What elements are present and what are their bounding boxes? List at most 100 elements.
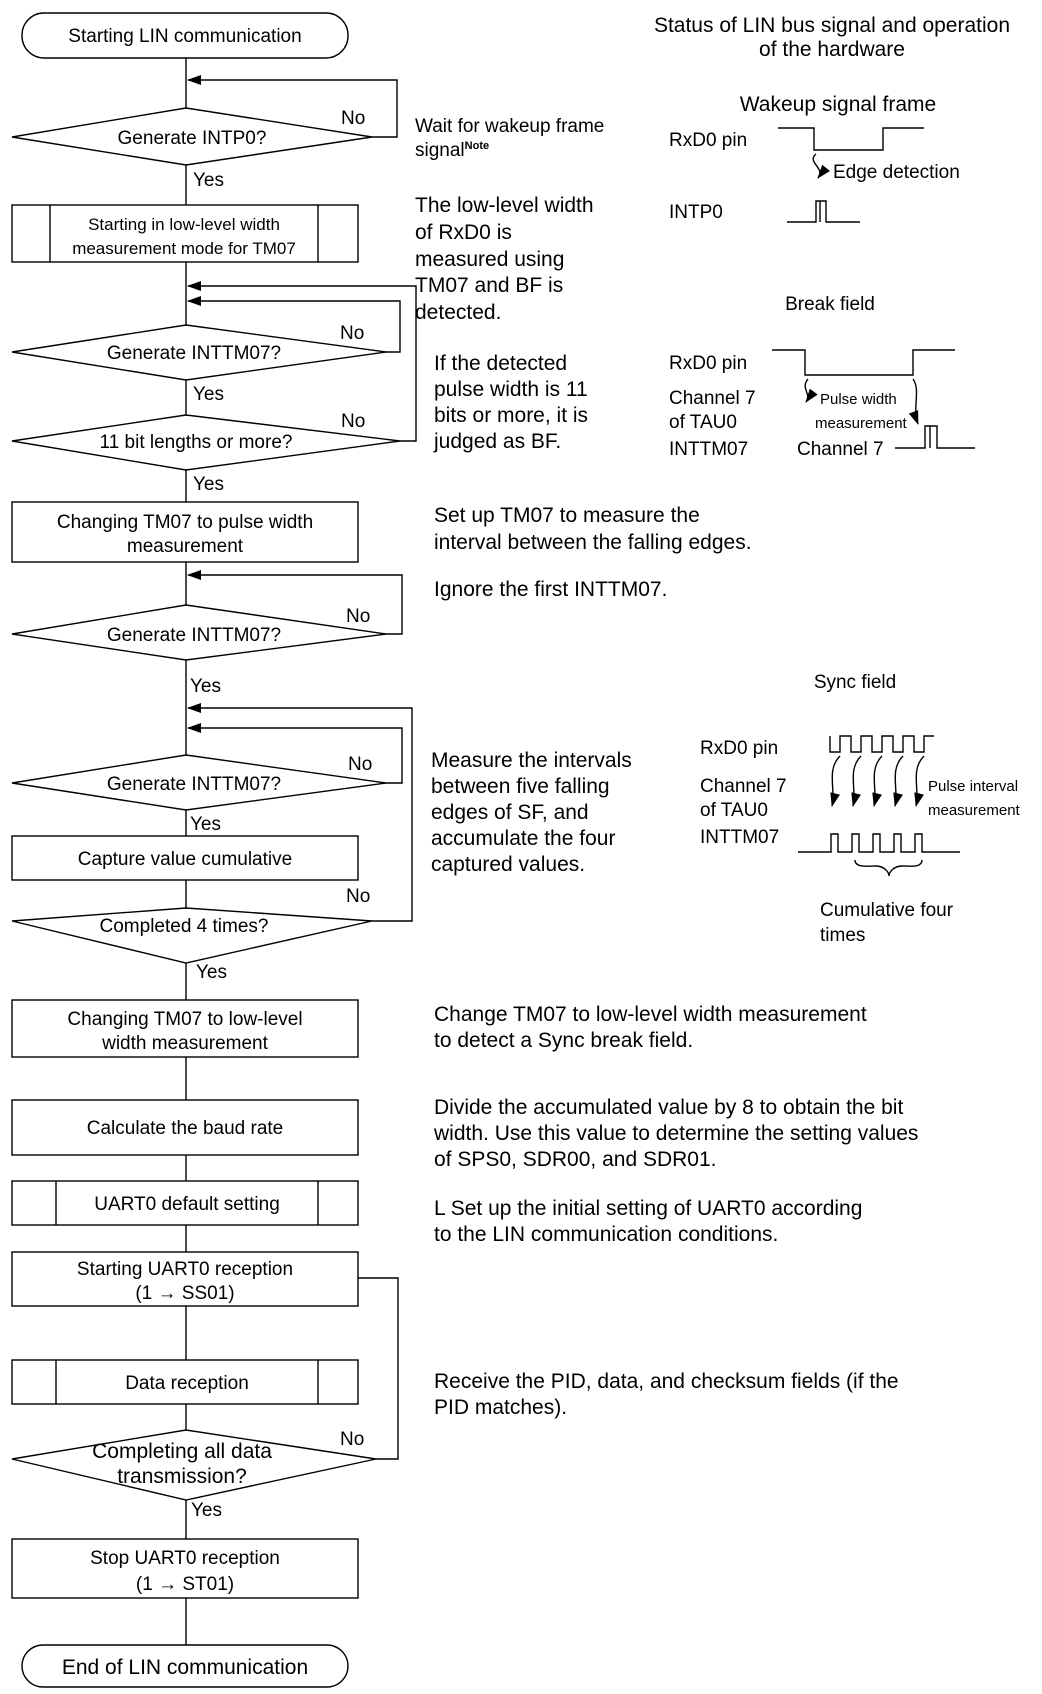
- decision-11bit: [11, 414, 401, 471]
- desc-measure-line5: captured values.: [431, 853, 585, 876]
- break-rxd0-label: RxD0 pin: [669, 353, 747, 374]
- descriptions: Wait for wakeup frame signalNote The low…: [415, 116, 918, 1419]
- start-label: Starting LIN communication: [68, 26, 301, 47]
- process-lowlevel-start: [11, 204, 359, 263]
- desc-change-line2: to detect a Sync break field.: [434, 1029, 693, 1052]
- process-uart-stop-line1: Stop UART0 reception: [90, 1548, 280, 1569]
- start-terminator: [21, 12, 349, 59]
- process-uart-start: [11, 1251, 359, 1307]
- desc-divide-line3: of SPS0, SDR00, and SDR01.: [434, 1148, 717, 1171]
- flowchart-connectors: [185, 58, 417, 1645]
- no-label: No: [348, 754, 372, 775]
- process-uart-default: [11, 1180, 359, 1226]
- svg-text:Wait for wakeup frame: Wait for wakeup frame: [415, 116, 604, 137]
- no-label: No: [340, 1429, 364, 1450]
- process-lowlevel-start-line2: measurement mode for TM07: [72, 239, 296, 258]
- desc-setup-line1: Set up TM07 to measure the: [434, 504, 700, 527]
- wakeup-intp0-waveform: [787, 200, 860, 223]
- sync-arrow-3: [872, 755, 883, 807]
- process-lowlevel-change-line1: Changing TM07 to low-level: [67, 1009, 302, 1030]
- sync-inttm07-label: INTTM07: [700, 827, 779, 848]
- desc-measure-line3: edges of SF, and: [431, 801, 589, 824]
- sync-pulse-interval-label: Pulse interval: [928, 778, 1018, 795]
- process-uart-stop: [11, 1538, 359, 1599]
- process-lowlevel-change-line2: width measurement: [101, 1033, 269, 1054]
- break-title: Break field: [785, 294, 875, 315]
- desc-lowlevel-line5: detected.: [415, 301, 501, 324]
- no-label: No: [346, 886, 370, 907]
- process-pulse-width-line2: measurement: [127, 536, 244, 557]
- sync-rxd0-waveform: [829, 735, 934, 753]
- yes-label: Yes: [196, 962, 227, 983]
- signal-panel: Status of LIN bus signal and operation o…: [654, 14, 1021, 946]
- process-data-reception-label: Data reception: [125, 1373, 249, 1394]
- break-rxd0-waveform: [772, 349, 955, 376]
- signal-header-line1: Status of LIN bus signal and operation: [654, 14, 1010, 37]
- break-inttm07-waveform: [895, 425, 975, 449]
- process-capture: [11, 835, 359, 881]
- desc-ignore: Ignore the first INTTM07.: [434, 578, 667, 601]
- sync-arrow-4: [893, 755, 904, 807]
- desc-lowlevel-line1: The low-level width: [415, 194, 594, 217]
- decision-inttm07-a: [11, 324, 387, 381]
- sync-tau0-label: of TAU0: [700, 800, 768, 821]
- process-pulse-width: [11, 501, 359, 563]
- decision-11bit-label: 11 bit lengths or more?: [100, 432, 293, 453]
- signal-header-line2: of the hardware: [759, 38, 905, 61]
- desc-wakeup-line2: signal: [415, 140, 465, 161]
- desc-lowlevel-line2: of RxD0 is: [415, 221, 512, 244]
- yes-label: Yes: [193, 170, 224, 191]
- decision-intp0-label: Generate INTP0?: [118, 128, 267, 149]
- no-label: No: [341, 411, 365, 432]
- yes-label: Yes: [191, 1500, 222, 1521]
- desc-bf-line1: If the detected: [434, 352, 567, 375]
- desc-receive-line1: Receive the PID, data, and checksum fiel…: [434, 1370, 899, 1393]
- desc-wakeup-line1: Wait for wakeup frame: [415, 116, 604, 137]
- wakeup-rxd0-waveform: [778, 127, 924, 151]
- sync-cumulative-brace: [854, 859, 923, 877]
- desc-uart-line1: L Set up the initial setting of UART0 ac…: [434, 1197, 862, 1220]
- wakeup-rxd0-label: RxD0 pin: [669, 130, 747, 151]
- wakeup-title: Wakeup signal frame: [740, 93, 936, 116]
- flowchart-shapes: Starting LIN communication Generate INTP…: [11, 12, 401, 1688]
- process-baud-rate: [11, 1099, 359, 1156]
- desc-wakeup-note: Note: [465, 140, 489, 152]
- sync-rxd0-label: RxD0 pin: [700, 738, 778, 759]
- desc-divide-line1: Divide the accumulated value by 8 to obt…: [434, 1096, 903, 1119]
- decision-complete: [11, 1429, 377, 1501]
- no-label: No: [340, 323, 364, 344]
- desc-change-line1: Change TM07 to low-level width measureme…: [434, 1003, 867, 1026]
- sync-title: Sync field: [814, 672, 896, 693]
- yes-label: Yes: [193, 384, 224, 405]
- sync-channel7-label: Channel 7: [700, 776, 787, 797]
- svg-text:signalNote: signalNote: [415, 140, 489, 161]
- wakeup-edge-label: Edge detection: [833, 162, 960, 183]
- yes-label: Yes: [190, 676, 221, 697]
- decision-inttm07-b: [11, 604, 387, 661]
- desc-receive-line2: PID matches).: [434, 1396, 567, 1419]
- break-inttm07-label: INTTM07: [669, 439, 748, 460]
- process-pulse-width-line1: Changing TM07 to pulse width: [57, 512, 313, 533]
- process-lowlevel-start-line1: Starting in low-level width: [88, 215, 280, 234]
- decision-inttm07-a-label: Generate INTTM07?: [107, 343, 281, 364]
- desc-lowlevel-line3: measured using: [415, 248, 564, 271]
- desc-measure-line2: between five falling: [431, 775, 610, 798]
- process-uart-stop-line2: (1 → ST01): [136, 1574, 234, 1595]
- sync-inttm07-waveform: [798, 833, 960, 853]
- no-label: No: [341, 108, 365, 129]
- desc-measure-line4: accumulate the four: [431, 827, 615, 850]
- process-uart-start-line2: (1 → SS01): [135, 1283, 234, 1304]
- decision-inttm07-b-label: Generate INTTM07?: [107, 625, 281, 646]
- break-ch7-label: Channel 7: [797, 439, 884, 460]
- sync-cumulative-line2: times: [820, 925, 865, 946]
- decision-complete-line1: Completing all data: [92, 1440, 272, 1463]
- sync-arrow-5: [914, 755, 925, 807]
- process-uart-start-line1: Starting UART0 reception: [77, 1259, 293, 1280]
- break-pulse-arrow-left: [804, 378, 818, 403]
- desc-bf-line2: pulse width is 11: [434, 378, 588, 401]
- desc-measure-line1: Measure the intervals: [431, 749, 632, 772]
- process-uart-default-label: UART0 default setting: [94, 1194, 280, 1215]
- yes-label: Yes: [193, 474, 224, 495]
- decision-intp0: [11, 107, 373, 166]
